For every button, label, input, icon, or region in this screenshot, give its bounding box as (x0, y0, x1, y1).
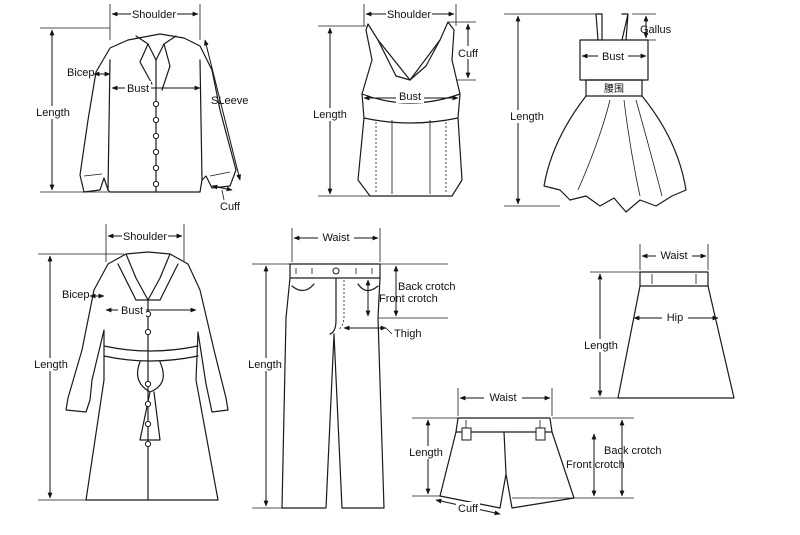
coat-garment: Shoulder Length Bicep Bust (32, 224, 229, 501)
tank-top-cuff-label: Cuff (458, 48, 479, 60)
dress-drawing (543, 13, 687, 213)
trousers-back-crotch-measure: Back crotch (378, 263, 455, 319)
dress-bust-measure: Bust (581, 49, 647, 63)
blouse-shoulder-measure: Shoulder (109, 4, 201, 40)
skirt-waist-measure: Waist (639, 244, 709, 270)
shorts-drawing (439, 417, 575, 509)
trousers-front-crotch-label: Front crotch (379, 293, 438, 305)
coat-bicep-label: Bicep (62, 289, 90, 301)
skirt-hip-label: Hip (667, 312, 684, 324)
skirt-hip-measure: Hip (633, 311, 719, 324)
blouse-garment: Shoulder Length Bicep Bust SLeeve Cuff (34, 4, 248, 213)
coat-bust-label: Bust (121, 305, 143, 317)
tank-top-bust-label: Bust (399, 91, 421, 103)
blouse-bicep-label: Bicep (67, 67, 95, 79)
coat-bust-measure: Bust (105, 303, 197, 317)
dress-length-label: Length (510, 111, 544, 123)
shorts-cuff-measure: Cuff (435, 498, 501, 516)
trousers-front-crotch-measure: Front crotch (365, 279, 438, 317)
tank-top-garment: Shoulder Cuff Bust Length (311, 4, 480, 197)
shorts-front-crotch-label: Front crotch (566, 459, 625, 471)
trousers-back-crotch-label: Back crotch (398, 281, 455, 293)
blouse-length-label: Length (36, 107, 70, 119)
tank-top-drawing (357, 21, 463, 197)
tank-top-cuff-measure: Cuff (448, 21, 480, 81)
blouse-cuff-measure: Cuff (211, 184, 241, 213)
tank-top-shoulder-measure: Shoulder (363, 4, 457, 26)
shorts-back-crotch-label: Back crotch (604, 445, 661, 457)
skirt-drawing (617, 271, 735, 399)
tank-top-length-measure: Length (311, 25, 370, 197)
tank-top-length-label: Length (313, 109, 347, 121)
blouse-cuff-label: Cuff (220, 201, 241, 213)
shorts-waist-label: Waist (489, 392, 516, 404)
dress-waistband-label: 腰围 (604, 83, 624, 95)
shorts-front-crotch-measure: Front crotch (566, 433, 625, 497)
skirt-garment: Waist Hip Length (582, 244, 735, 399)
shorts-back-crotch-measure: Back crotch (512, 417, 661, 499)
dress-gallus-measure: Gallus (632, 13, 672, 41)
skirt-length-label: Length (584, 340, 618, 352)
tank-top-shoulder-label: Shoulder (387, 9, 431, 21)
skirt-length-measure: Length (582, 271, 640, 399)
blouse-sleeve-measure: SLeeve (203, 39, 248, 181)
trousers-garment: Waist Length Back crotch Front crotch Th… (246, 228, 455, 509)
trousers-thigh-label: Thigh (394, 328, 422, 340)
tank-top-bust-measure: Bust (363, 90, 459, 103)
dress-gallus-label: Gallus (640, 24, 672, 36)
trousers-drawing (281, 263, 385, 509)
dress-garment: Gallus Bust 腰围 Length (504, 13, 687, 213)
blouse-drawing (79, 33, 237, 193)
shorts-garment: Waist Length Back crotch Front crotch Cu… (408, 388, 661, 516)
dress-length-measure: Length (504, 13, 596, 207)
trousers-thigh-measure: Thigh (343, 325, 422, 340)
shorts-waist-measure: Waist (457, 388, 553, 416)
coat-length-measure: Length (32, 253, 124, 501)
blouse-bicep-measure: Bicep (67, 67, 111, 79)
shorts-length-measure: Length (408, 417, 458, 497)
coat-bicep-measure: Bicep (62, 289, 105, 301)
coat-shoulder-label: Shoulder (123, 231, 167, 243)
trousers-waist-label: Waist (322, 232, 349, 244)
blouse-bust-measure: Bust (111, 81, 201, 95)
coat-shoulder-measure: Shoulder (105, 224, 185, 262)
blouse-length-measure: Length (34, 27, 110, 193)
trousers-length-measure: Length (246, 263, 290, 509)
skirt-waist-label: Waist (660, 250, 687, 262)
coat-length-label: Length (34, 359, 68, 371)
shorts-cuff-label: Cuff (458, 503, 479, 515)
dress-bust-label: Bust (602, 51, 624, 63)
trousers-length-label: Length (248, 359, 282, 371)
blouse-bust-label: Bust (127, 83, 149, 95)
blouse-sleeve-label: SLeeve (211, 95, 248, 107)
blouse-shoulder-label: Shoulder (132, 9, 176, 21)
coat-drawing (65, 251, 229, 501)
shorts-length-label: Length (409, 447, 443, 459)
trousers-waist-measure: Waist (291, 228, 381, 262)
